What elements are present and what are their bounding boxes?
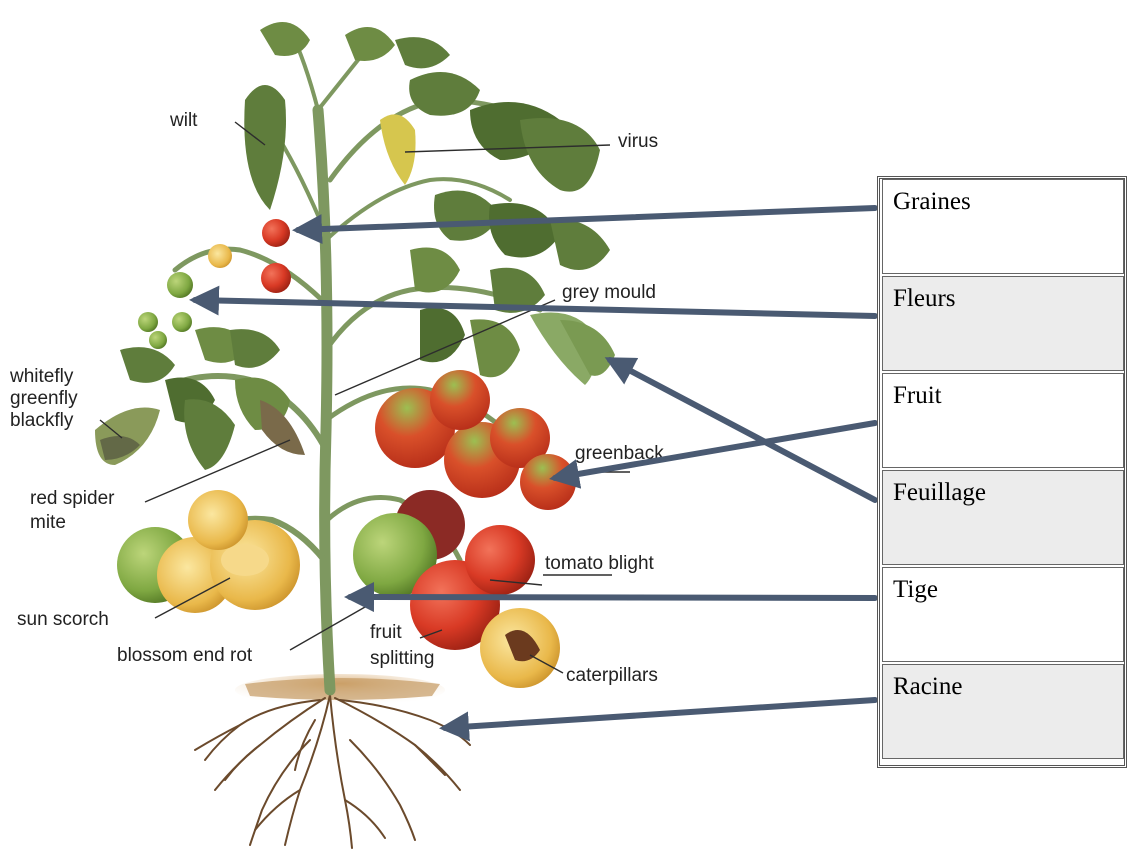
- label-wilt: wilt: [169, 110, 198, 131]
- label-red-spider-mite: red spider mite: [30, 488, 120, 533]
- label-whitefly: whitefly greenfly blackfly: [9, 366, 83, 431]
- table-row-graines: Graines: [882, 179, 1124, 274]
- table-cell-label: Fruit: [893, 382, 942, 409]
- label-grey-mould: grey mould: [562, 282, 656, 303]
- label-sun-scorch: sun scorch: [17, 609, 109, 630]
- label-blossom-end-rot: blossom end rot: [117, 645, 253, 666]
- label-virus: virus: [618, 131, 658, 152]
- table-cell-label: Racine: [893, 673, 962, 700]
- tomato-small-red-top: [262, 219, 290, 247]
- arrow-tige: [350, 597, 875, 598]
- table-cell-label: Feuillage: [893, 479, 986, 506]
- roots: [195, 695, 470, 848]
- table-row-racine: Racine: [882, 664, 1124, 759]
- arrow-racine: [445, 700, 875, 728]
- label-tomato-blight: tomato blight: [545, 553, 655, 574]
- table-row-fruit: Fruit: [882, 373, 1124, 468]
- plant-parts-table: Graines Fleurs Fruit Feuillage Tige Raci…: [877, 176, 1127, 768]
- table-row-feuillage: Feuillage: [882, 470, 1124, 565]
- table-row-tige: Tige: [882, 567, 1124, 662]
- table-cell-label: Tige: [893, 576, 938, 603]
- table-cell-label: Fleurs: [893, 285, 956, 312]
- table-cell-label: Graines: [893, 188, 971, 215]
- table-row-fleurs: Fleurs: [882, 276, 1124, 371]
- label-caterpillars: caterpillars: [566, 665, 658, 686]
